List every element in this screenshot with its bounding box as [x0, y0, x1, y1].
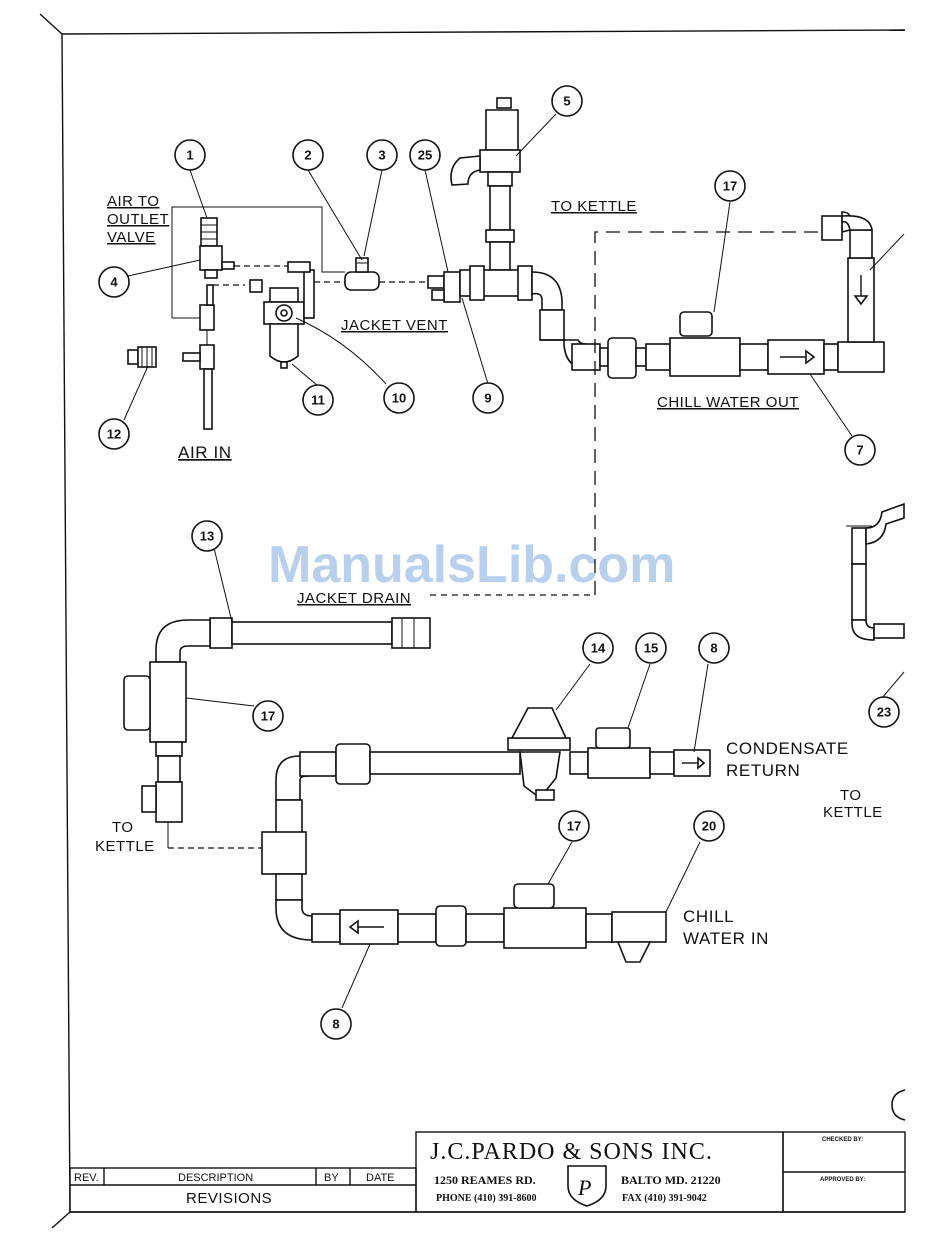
- svg-text:13: 13: [200, 529, 214, 544]
- revisions-block: REV. DESCRIPTION BY DATE REVISIONS: [69, 1167, 417, 1213]
- svg-text:5: 5: [563, 94, 570, 109]
- callout-17-top: 17: [714, 170, 746, 202]
- svg-text:CHILL: CHILL: [683, 907, 734, 926]
- company-address: 1250 REAMES RD.: [434, 1173, 536, 1187]
- svg-text:KETTLE: KETTLE: [95, 838, 155, 855]
- callout-17-left: 17: [252, 700, 284, 732]
- label-jacket-vent: JACKET VENT: [341, 317, 448, 334]
- svg-text:23: 23: [877, 705, 891, 720]
- svg-text:KETTLE: KETTLE: [823, 804, 883, 821]
- callout-2: 2: [292, 139, 324, 171]
- svg-text:4: 4: [110, 275, 118, 290]
- svg-text:3: 3: [378, 148, 385, 163]
- label-jacket-drain: JACKET DRAIN: [297, 590, 411, 607]
- callout-23: 23: [868, 696, 900, 728]
- svg-text:WATER IN: WATER IN: [683, 929, 769, 948]
- svg-text:14: 14: [591, 641, 606, 656]
- callout-17-lower: 17: [558, 810, 590, 842]
- date-header: DATE: [366, 1172, 395, 1184]
- callout-15: 15: [635, 632, 667, 664]
- svg-text:TO: TO: [112, 819, 134, 836]
- callout-11: 11: [302, 384, 334, 416]
- callout-20: 20: [693, 810, 725, 842]
- svg-text:17: 17: [261, 709, 275, 724]
- callout-edge-partial: [891, 1089, 906, 1121]
- company-city: BALTO MD. 21220: [621, 1173, 721, 1187]
- checked-by-label: CHECKED BY:: [822, 1137, 863, 1143]
- svg-text:OUTLET: OUTLET: [107, 211, 169, 228]
- label-air-in: AIR IN: [178, 443, 232, 462]
- callout-7: 7: [844, 434, 876, 466]
- callout-4: 4: [98, 266, 130, 298]
- svg-text:P: P: [577, 1175, 591, 1200]
- callout-leaders: [123, 113, 905, 1009]
- sheet-border: [39, 13, 906, 1229]
- callout-8-upper: 8: [698, 632, 730, 664]
- svg-text:15: 15: [644, 641, 658, 656]
- approved-by-label: APPROVED BY:: [820, 1177, 865, 1183]
- svg-text:7: 7: [856, 443, 863, 458]
- by-header: BY: [324, 1172, 339, 1184]
- svg-text:1: 1: [186, 148, 193, 163]
- svg-text:9: 9: [484, 391, 491, 406]
- company-name: J.C.PARDO & SONS INC.: [430, 1139, 713, 1165]
- title-block: J.C.PARDO & SONS INC. 1250 REAMES RD. BA…: [415, 1131, 906, 1213]
- svg-text:AIR TO: AIR TO: [107, 193, 159, 210]
- company-phone: PHONE (410) 391-8600: [436, 1193, 537, 1204]
- svg-text:CONDENSATE: CONDENSATE: [726, 739, 849, 758]
- callout-8-lower: 8: [320, 1008, 352, 1040]
- label-to-kettle-top: TO KETTLE: [551, 198, 637, 215]
- rev-header: REV.: [74, 1172, 99, 1184]
- label-to-kettle-right: TO KETTLE: [823, 787, 883, 821]
- svg-text:2: 2: [304, 148, 311, 163]
- right-edge-assembly: [846, 502, 905, 641]
- air-supply-assembly: [127, 206, 461, 430]
- callout-3: 3: [366, 139, 398, 171]
- svg-text:17: 17: [723, 179, 737, 194]
- svg-text:VALVE: VALVE: [107, 229, 156, 246]
- callout-10: 10: [383, 382, 415, 414]
- company-logo: P: [567, 1165, 607, 1207]
- watermark: ManualsLib.com: [268, 536, 675, 594]
- label-air-to-outlet-valve: AIR TO OUTLET VALVE: [107, 193, 169, 246]
- callout-12: 12: [98, 418, 130, 450]
- svg-text:20: 20: [702, 819, 716, 834]
- chill-water-out-assembly: [430, 97, 885, 596]
- jacket-drain-assembly: [123, 617, 711, 963]
- svg-text:RETURN: RETURN: [726, 761, 800, 780]
- revisions-title: REVISIONS: [186, 1190, 272, 1207]
- label-condensate-return: CONDENSATE RETURN: [726, 739, 849, 780]
- label-to-kettle-left: TO KETTLE: [95, 819, 155, 855]
- svg-text:12: 12: [107, 427, 121, 442]
- svg-text:17: 17: [567, 819, 581, 834]
- callout-5: 5: [551, 85, 583, 117]
- callout-9: 9: [472, 382, 504, 414]
- label-chill-water-in: CHILL WATER IN: [683, 907, 769, 948]
- svg-text:10: 10: [392, 391, 406, 406]
- callout-1: 1: [174, 139, 206, 171]
- callout-14: 14: [582, 632, 614, 664]
- callout-25: 25: [409, 139, 441, 171]
- company-fax: FAX (410) 391-9042: [622, 1193, 707, 1204]
- svg-text:8: 8: [710, 641, 717, 656]
- svg-text:25: 25: [418, 148, 432, 163]
- callout-13: 13: [191, 520, 223, 552]
- description-header: DESCRIPTION: [178, 1172, 253, 1184]
- svg-text:8: 8: [332, 1017, 339, 1032]
- svg-text:TO: TO: [840, 787, 862, 804]
- svg-text:11: 11: [311, 393, 325, 408]
- label-chill-water-out: CHILL WATER OUT: [657, 394, 799, 411]
